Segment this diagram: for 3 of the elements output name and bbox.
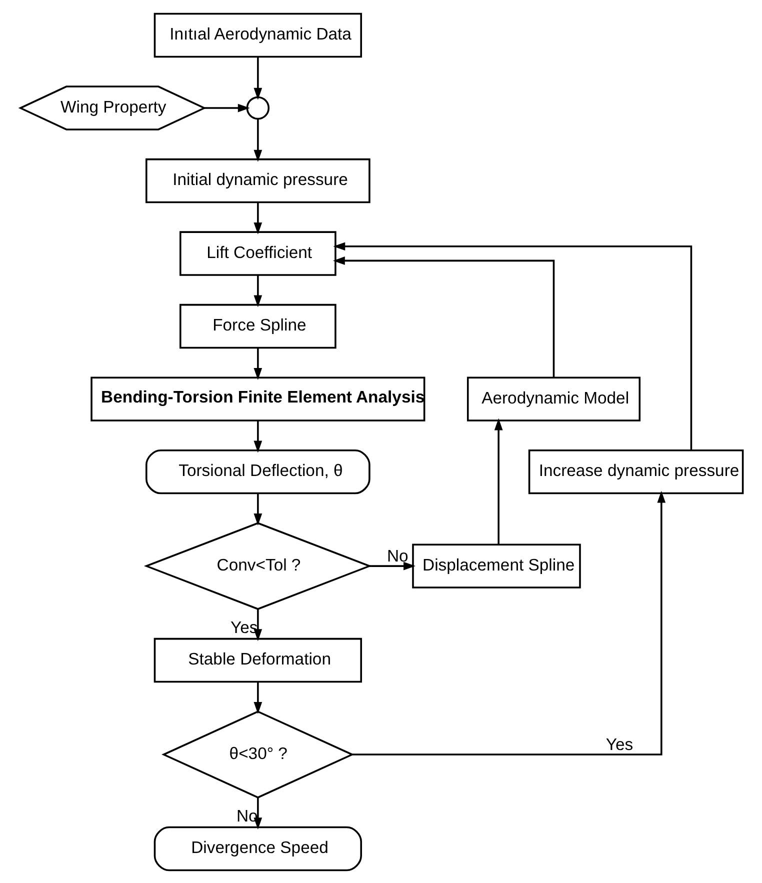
edge-label: Yes [605, 734, 633, 754]
edge-label: No [386, 546, 408, 566]
edge-label: No [236, 806, 258, 825]
